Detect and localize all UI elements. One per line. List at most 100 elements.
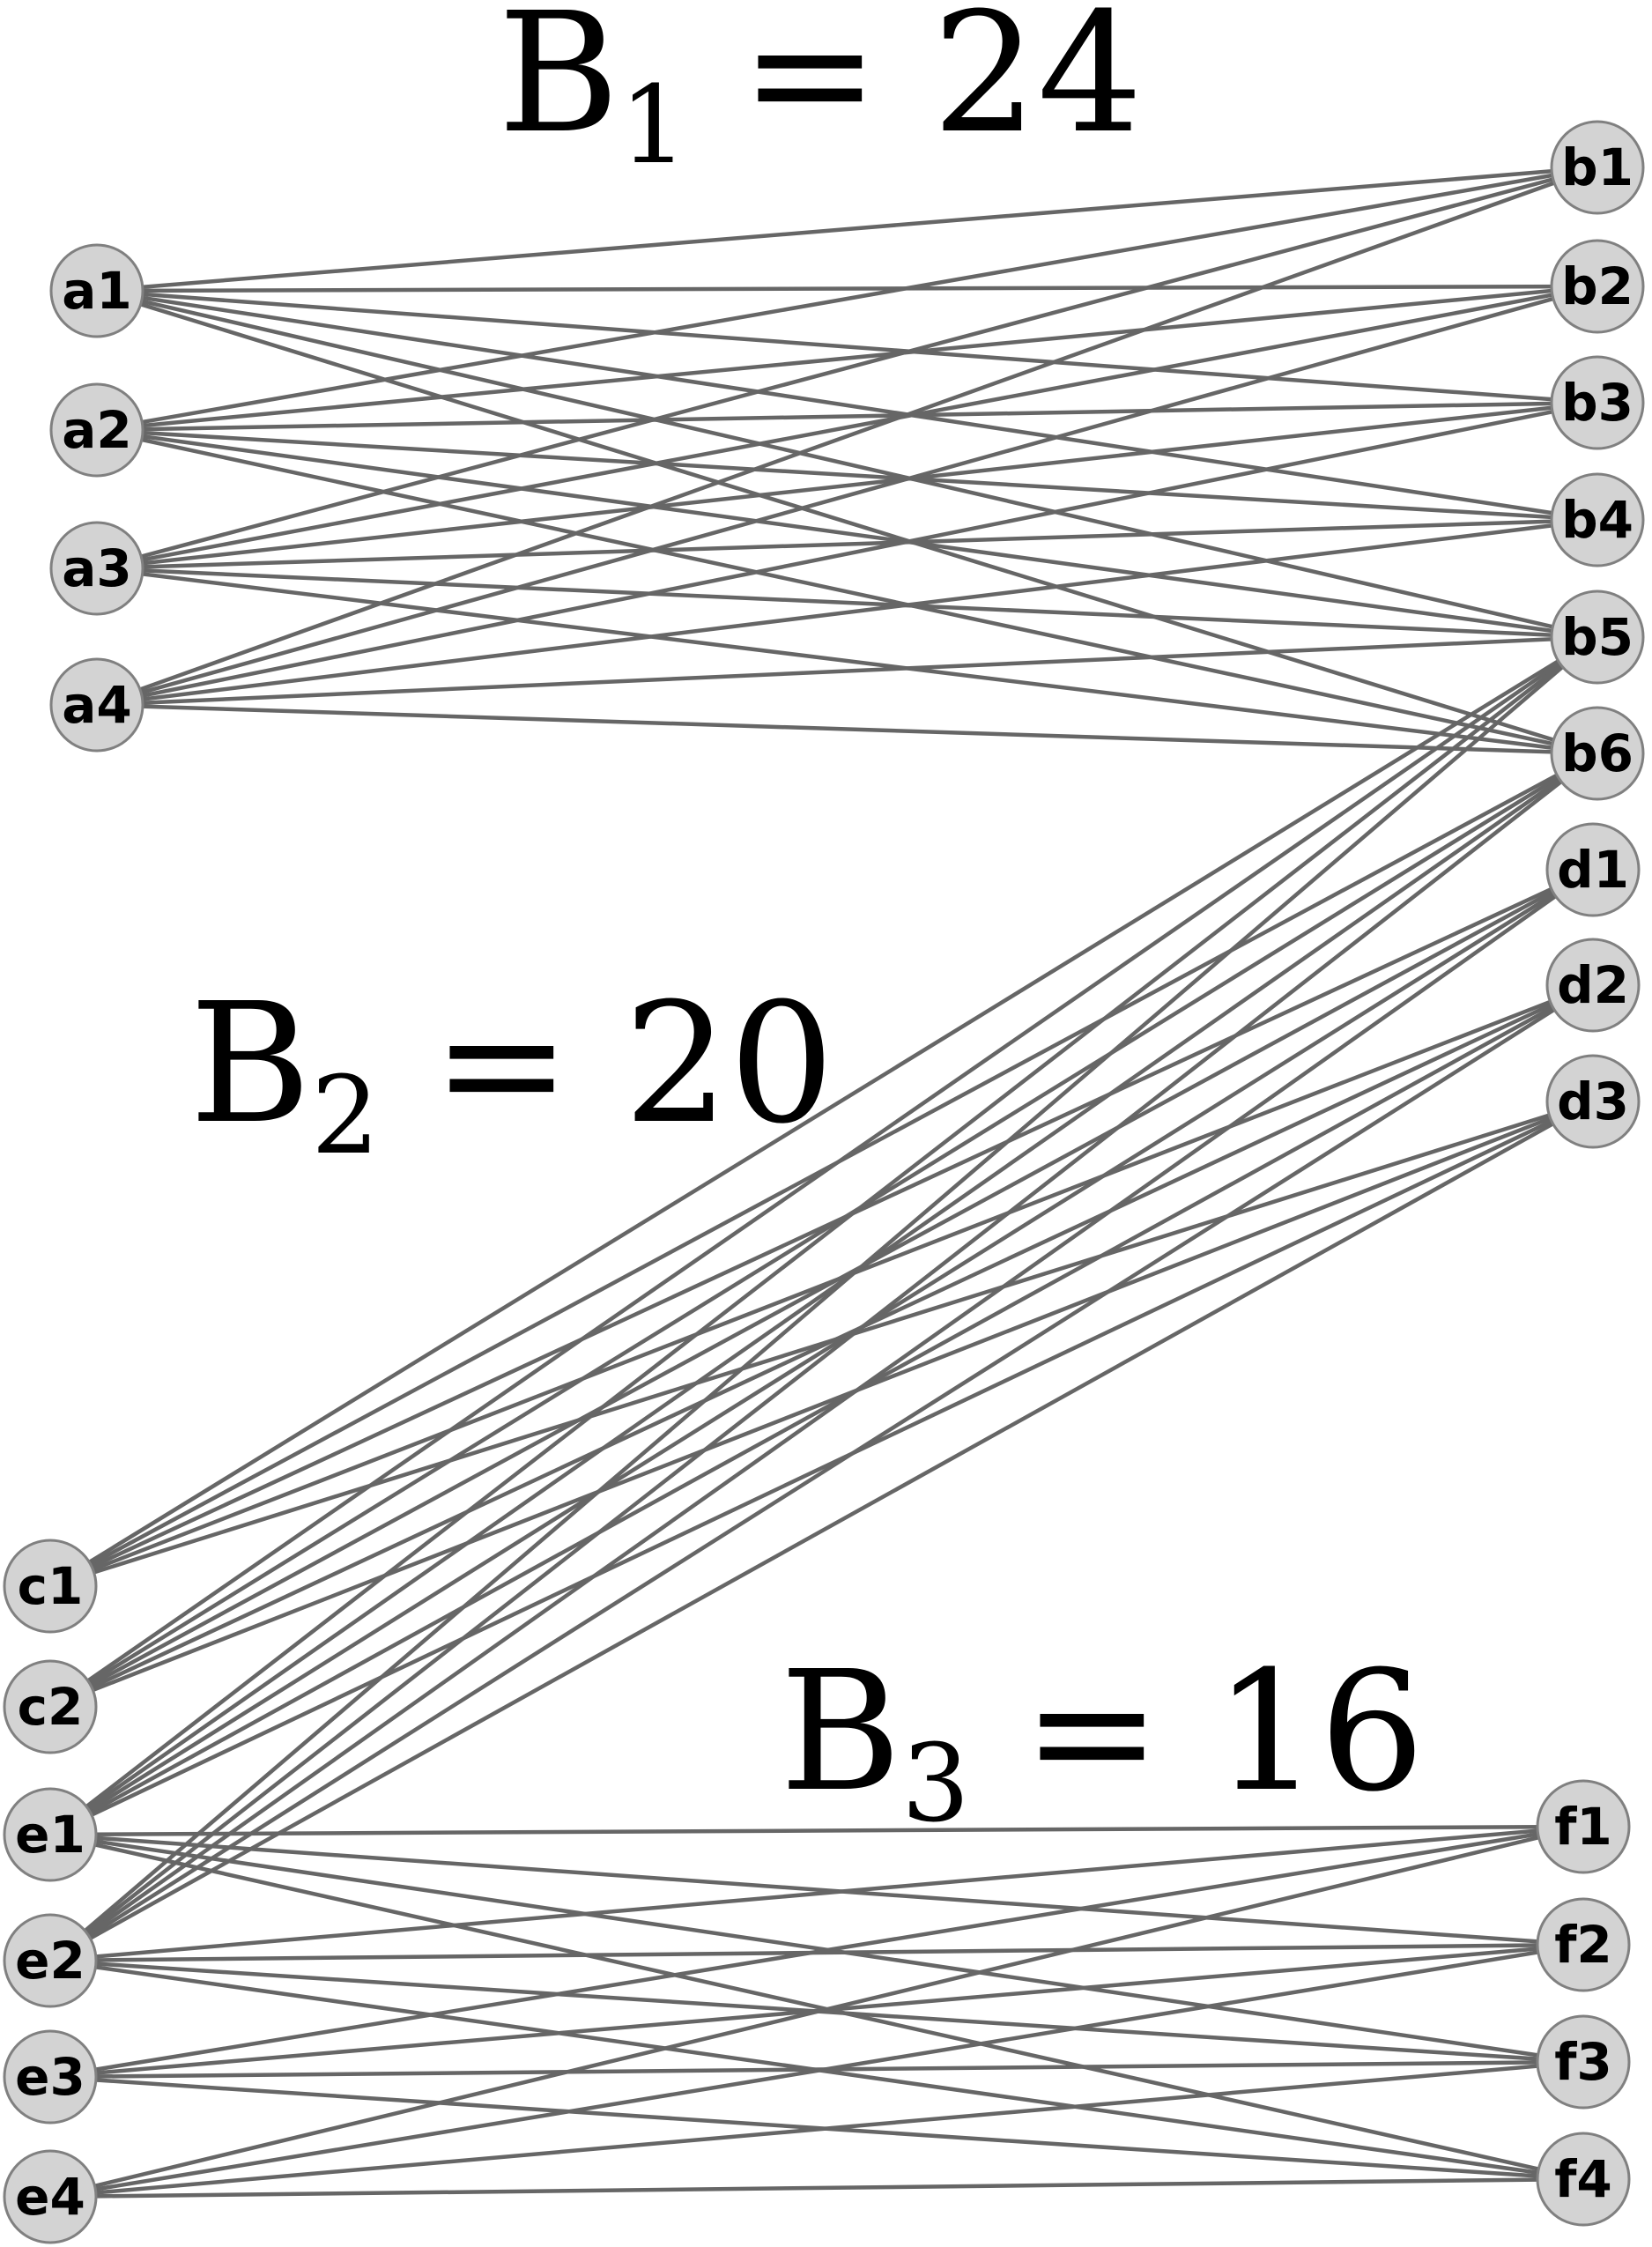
edge-a2-b1 (96, 165, 1598, 433)
node-b3: b3 (1550, 355, 1645, 450)
node-circle-b5 (1550, 590, 1645, 685)
block-label-b3: B3 = 16 (780, 1635, 1425, 1846)
node-circle-f4 (1536, 2132, 1631, 2227)
node-f2: f2 (1536, 1897, 1631, 1992)
node-b6: b6 (1550, 706, 1645, 801)
node-c1: c1 (3, 1539, 98, 1634)
node-circle-f2 (1536, 1897, 1631, 1992)
node-c2: c2 (3, 1659, 98, 1754)
node-label-b5: b5 (1561, 607, 1633, 667)
block-label-b2-base: B (189, 968, 311, 1161)
edge-e2-f1 (49, 1824, 1584, 1963)
node-label-b3: b3 (1561, 373, 1633, 433)
block-label-b3-rest: = 16 (970, 1635, 1425, 1828)
node-label-d2: d2 (1557, 955, 1629, 1015)
edge-c2-d2 (49, 983, 1594, 1709)
edge-a3-b1 (96, 165, 1598, 571)
edge-e2-b5 (48, 635, 1599, 1962)
node-circle-b2 (1550, 239, 1645, 334)
node-label-a2: a2 (62, 400, 132, 460)
node-label-e3: e3 (15, 2047, 85, 2107)
node-circle-b3 (1550, 355, 1645, 450)
edge-a4-b2 (96, 284, 1598, 708)
node-circle-d2 (1545, 938, 1641, 1033)
node-label-d3: d3 (1557, 1072, 1629, 1131)
node-circle-f3 (1536, 2014, 1631, 2110)
node-label-c2: c2 (18, 1677, 84, 1737)
node-label-e4: e4 (15, 2167, 85, 2227)
edge-e1-f1 (49, 1824, 1584, 1837)
node-label-b6: b6 (1561, 723, 1633, 783)
edge-a2-b3 (96, 400, 1598, 433)
edge-e4-f2 (49, 1942, 1584, 2199)
node-e4: e4 (3, 2149, 98, 2244)
node-circle-d1 (1545, 822, 1641, 917)
edge-a3-b5 (96, 566, 1598, 640)
node-circle-b4 (1550, 472, 1645, 567)
node-a3: a3 (49, 521, 144, 616)
node-label-a4: a4 (62, 675, 132, 735)
node-circle-c1 (3, 1539, 98, 1634)
node-d1: d1 (1545, 822, 1641, 917)
node-b5: b5 (1550, 590, 1645, 685)
block-label-b2-rest: = 20 (380, 968, 834, 1161)
block-label-b1-base: B (498, 0, 619, 170)
node-circle-b6 (1550, 706, 1645, 801)
block-label-b1: B1 = 24 (498, 0, 1143, 188)
node-label-d1: d1 (1557, 840, 1629, 900)
node-a4: a4 (49, 657, 144, 753)
node-label-f3: f3 (1554, 2032, 1612, 2092)
edge-a3-b6 (96, 566, 1598, 756)
node-b4: b4 (1550, 472, 1645, 567)
node-circle-c2 (3, 1659, 98, 1754)
node-circle-a1 (49, 243, 144, 338)
node-label-b2: b2 (1561, 256, 1633, 316)
edge-c1-d3 (49, 1099, 1594, 1589)
node-label-b4: b4 (1561, 490, 1633, 550)
block-label-b3-base: B (780, 1635, 901, 1828)
edge-a1-b3 (96, 288, 1598, 405)
edge-a1-b5 (96, 288, 1598, 640)
edge-c2-b6 (48, 752, 1599, 1709)
node-label-a3: a3 (62, 538, 132, 598)
edge-e1-d2 (48, 983, 1595, 1836)
node-label-e2: e2 (15, 1931, 85, 1991)
edge-e2-d3 (48, 1100, 1595, 1962)
node-f1: f1 (1536, 1779, 1631, 1874)
node-circle-b1 (1550, 120, 1645, 215)
node-label-a1: a1 (62, 261, 132, 321)
edge-e3-f1 (49, 1824, 1584, 2080)
node-f4: f4 (1536, 2132, 1631, 2227)
edge-a4-b5 (96, 634, 1598, 708)
node-e2: e2 (3, 1913, 98, 2008)
node-label-e1: e1 (15, 1805, 85, 1865)
node-circle-d3 (1545, 1054, 1641, 1149)
node-d3: d3 (1545, 1054, 1641, 1149)
edge-e2-d2 (48, 983, 1595, 1962)
block-label-b2: B2 = 20 (189, 968, 834, 1178)
node-circle-e4 (3, 2149, 98, 2244)
node-circle-f1 (1536, 1779, 1631, 1874)
edge-e4-f4 (49, 2177, 1584, 2199)
edge-e4-f1 (49, 1824, 1584, 2199)
edge-a4-b6 (96, 702, 1598, 756)
node-d2: d2 (1545, 938, 1641, 1033)
edge-a3-b3 (96, 400, 1598, 571)
edge-c2-d3 (49, 1099, 1594, 1709)
node-b2: b2 (1550, 239, 1645, 334)
node-a1: a1 (49, 243, 144, 338)
edge-a3-b2 (96, 284, 1598, 571)
node-label-f1: f1 (1554, 1797, 1612, 1857)
edges-layer (48, 165, 1599, 2199)
edge-a1-b2 (96, 284, 1598, 293)
edge-a4-b4 (96, 517, 1598, 708)
edge-a3-b4 (96, 517, 1598, 571)
node-circle-e1 (3, 1787, 98, 1882)
edge-c1-d2 (49, 983, 1594, 1589)
edge-a1-b6 (96, 288, 1598, 756)
node-f3: f3 (1536, 2014, 1631, 2110)
node-circle-a4 (49, 657, 144, 753)
edge-a4-b3 (96, 400, 1598, 708)
node-label-b1: b1 (1561, 137, 1633, 197)
